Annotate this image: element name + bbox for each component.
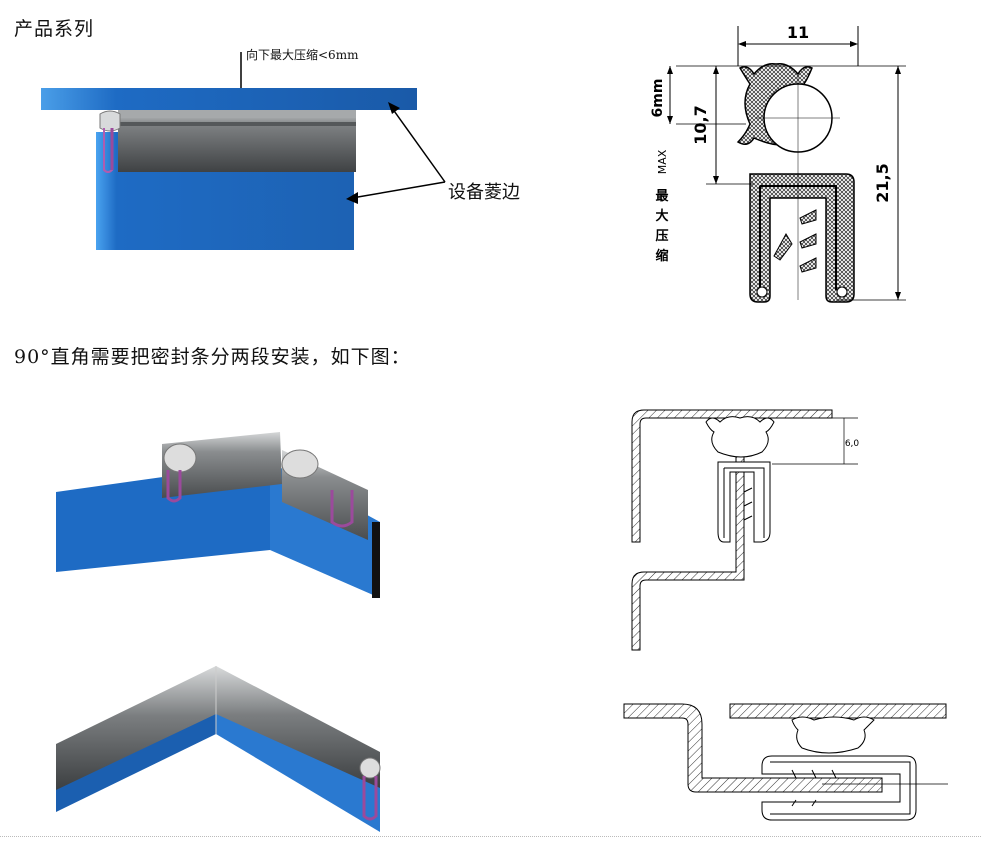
bulb-label: 10,7 (691, 105, 710, 144)
compression-note: 向下最大压缩<6mm (246, 48, 359, 62)
detail-dimension-label: 6,0 (845, 439, 860, 449)
section-title: 产品系列 (14, 18, 95, 40)
max-compress-char: 最 (655, 189, 669, 204)
compress-label: 6mm (650, 79, 666, 118)
mitre-corner-illustration (56, 666, 381, 832)
clip-section (749, 173, 855, 303)
top-plate (41, 88, 417, 110)
mitre-seal-right (216, 666, 380, 788)
mitre-seal-left (56, 666, 216, 790)
height-label: 21,5 (873, 163, 892, 202)
equipment-edge-label: 设备菱边 (448, 182, 520, 203)
width-label: 11 (787, 23, 809, 42)
section-detail-drawing: 6,0 (631, 409, 860, 651)
max-compress-char: 压 (655, 229, 668, 244)
max-compress-char: 缩 (655, 248, 668, 264)
bottom-section-drawing (623, 703, 948, 821)
bottom-divider (0, 836, 981, 837)
seal-install-illustration (41, 52, 446, 250)
corner-install-illustration (56, 432, 380, 598)
seal-strip (118, 110, 356, 172)
max-compress-char: 大 (655, 208, 668, 224)
profile-drawing: 11 6mm 10,7 21,5 MAX 最 大 压 缩 (650, 23, 906, 303)
max-label: MAX (656, 149, 669, 174)
right-angle-note: 90°直角需要把密封条分两段安装，如下图： (14, 346, 411, 368)
